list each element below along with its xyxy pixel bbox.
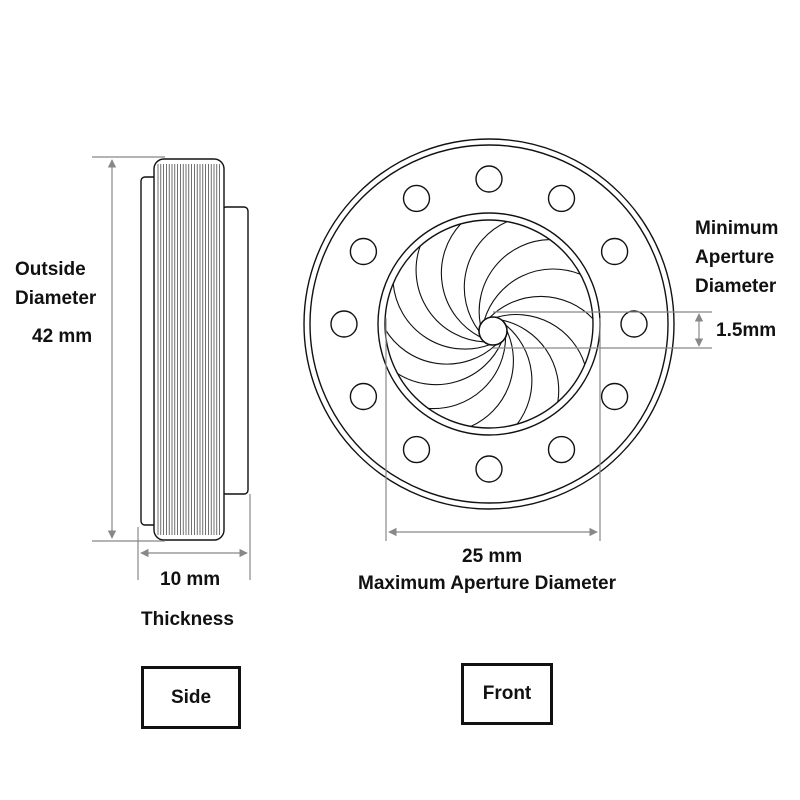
- iris-blade: [415, 245, 485, 343]
- iris-blade: [489, 295, 594, 320]
- outside-diameter-label: Outside Diameter: [15, 259, 97, 309]
- outer-rim-inner-edge: [309, 144, 669, 504]
- iris-blade: [392, 283, 491, 350]
- iris-blade: [440, 223, 481, 338]
- thickness-label: Thickness: [141, 609, 234, 630]
- mounting-hole: [475, 455, 503, 483]
- front-view-label: Front: [482, 683, 532, 704]
- minimum-aperture-opening: [478, 316, 508, 346]
- maximum-aperture-label: Maximum Aperture Diameter: [358, 573, 616, 594]
- aperture-boundary: [384, 219, 594, 429]
- mounting-hole: [475, 165, 503, 193]
- minimum-aperture-value: 1.5mm: [716, 320, 777, 341]
- side-view-label: Side: [170, 686, 212, 708]
- iris-blade: [495, 313, 586, 365]
- iris-blades: [384, 221, 594, 427]
- mounting-hole: [547, 184, 576, 213]
- iris-blade: [478, 239, 550, 326]
- mounting-hole: [330, 310, 358, 338]
- mounting-hole: [600, 237, 629, 266]
- outer-rim: [303, 138, 675, 510]
- maximum-aperture-value: 25 mm: [462, 546, 523, 567]
- mounting-hole: [349, 382, 378, 411]
- front-view-label-box: Front: [461, 663, 553, 725]
- mounting-hole: [402, 435, 431, 464]
- iris-blade: [384, 328, 497, 365]
- iris-blade: [483, 268, 581, 321]
- mounting-hole: [620, 310, 648, 338]
- iris-blade: [397, 341, 503, 386]
- iris-blade: [470, 330, 514, 427]
- mounting-hole: [402, 184, 431, 213]
- mounting-hole: [547, 435, 576, 464]
- mounting-hole: [349, 237, 378, 266]
- iris-blade: [501, 319, 560, 403]
- minimum-aperture-label: Minimum Aperture Diameter: [695, 218, 779, 297]
- side-view-label-box: Side: [141, 666, 241, 729]
- outside-diameter-value: 42 mm: [32, 326, 93, 347]
- side-dimensions: [92, 156, 251, 580]
- side-front-hub: [221, 206, 249, 495]
- front-dimensions: [385, 311, 712, 541]
- front-view: [303, 138, 675, 510]
- side-view: [140, 158, 249, 541]
- iris-blade: [505, 324, 533, 425]
- iris-blade: [463, 221, 508, 332]
- mounting-hole: [600, 382, 629, 411]
- iris-blade: [428, 337, 507, 410]
- thickness-value: 10 mm: [160, 569, 221, 590]
- mounting-holes: [330, 165, 648, 483]
- knurl-lines: [157, 164, 220, 535]
